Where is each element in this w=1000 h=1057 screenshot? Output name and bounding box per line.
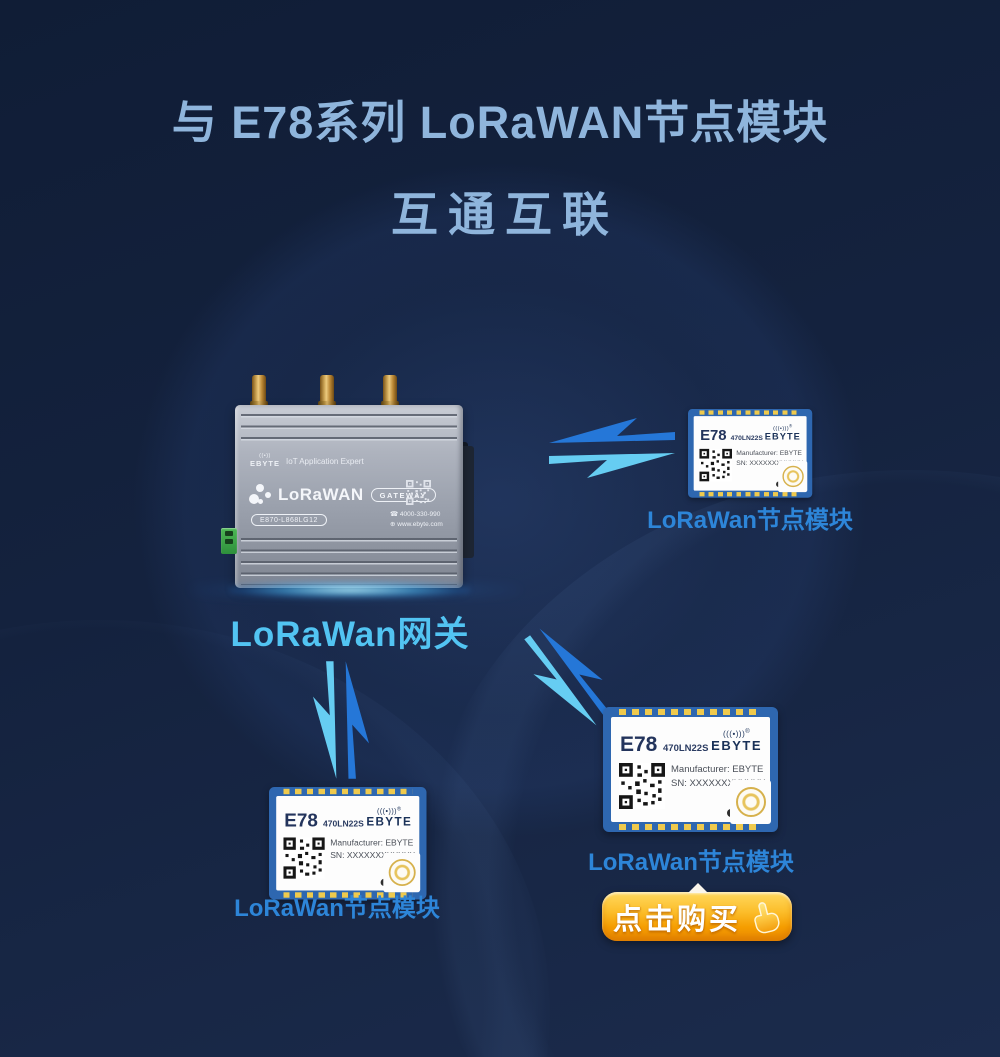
ipex-connector-icon — [730, 780, 771, 824]
qr-code-icon — [699, 448, 733, 482]
module-variant: 470LN22S — [663, 743, 709, 754]
pcb-pads — [699, 492, 801, 497]
buy-button-label: 点击购买 — [612, 903, 741, 936]
qr-code-icon — [283, 837, 325, 879]
module-face: E78 470LN22S (((•)))® EBYTE — [611, 717, 771, 824]
module-manufacturer: Manufacturer: EBYTE — [736, 449, 802, 458]
gateway-grooves-bottom — [241, 538, 457, 585]
module-info: Manufacturer: EBYTE SN: XXXXXXXXXXXX — [671, 763, 766, 792]
brand-name: EBYTE — [711, 738, 762, 754]
gateway-device: ((•)) EBYTE IoT Application Expert LoRaW… — [190, 368, 520, 608]
button-pointer-notch — [688, 883, 708, 893]
phone-icon: ☎ — [390, 511, 399, 518]
globe-icon: ⊕ — [390, 521, 396, 529]
antenna-connector-2 — [318, 375, 336, 408]
node-module-bottom-right: E78 470LN22S (((•)))® EBYTE — [603, 707, 778, 832]
brand-name: EBYTE — [366, 815, 413, 829]
ebyte-logo: (((•)))® EBYTE — [366, 807, 412, 829]
module-manufacturer: Manufacturer: EBYTE — [330, 838, 414, 849]
signal-icon: ((•)) — [259, 453, 271, 459]
brand-name: EBYTE — [764, 431, 801, 442]
pointer-hand-icon — [754, 902, 780, 934]
antenna-connector-3 — [381, 375, 399, 408]
module-serial: SN: XXXXXXXXXXXX — [330, 851, 416, 862]
module-variant: 470LN22S — [323, 819, 364, 830]
buy-button[interactable]: 点击购买 — [602, 883, 792, 941]
gateway-contact-info: ☎ 4000-330-990 ⊕ www.ebyte.com — [390, 510, 443, 531]
signal-icon: (((•)))® — [773, 424, 793, 432]
gateway-grooves-top — [241, 414, 457, 448]
ebyte-logo: (((•)))® EBYTE — [711, 729, 762, 754]
gateway-label: LoRaWan网关 — [230, 615, 470, 654]
module-model: E78 — [700, 427, 727, 444]
sync-arrows-icon-vertical — [313, 661, 369, 779]
page-title-line1: 与 E78系列 LoRaWAN节点模块 — [171, 97, 829, 148]
pcb-pads — [619, 824, 762, 830]
module-model: E78 — [620, 733, 658, 756]
gateway-website: ⊕ www.ebyte.com — [390, 521, 443, 529]
pcb-pads — [283, 892, 413, 898]
node-module-label-bottom-left: LoRaWan节点模块 — [234, 895, 440, 922]
module-info: Manufacturer: EBYTE SN: XXXXXXXXXXXX — [330, 837, 415, 863]
module-face: E78 470LN22S (((•)))® EBYTE — [693, 416, 808, 493]
antenna-connector-1 — [250, 375, 268, 408]
lorawan-logo-text: LoRaWAN — [278, 485, 364, 504]
module-face: E78 470LN22S (((•)))® EBYTE — [276, 796, 421, 893]
module-info: Manufacturer: EBYTE SN: XXXXXXXXXXXX — [736, 449, 803, 469]
ipex-connector-icon — [778, 460, 808, 493]
node-module-bottom-left: E78 470LN22S (((•)))® EBYTE — [269, 787, 427, 900]
sync-arrows-icon-diagonal — [514, 616, 622, 739]
pcb-pads — [699, 410, 801, 415]
gateway-badge: GATEWAY — [370, 488, 436, 502]
power-terminal-block — [221, 528, 237, 554]
brand-tagline: IoT Application Expert — [286, 457, 364, 466]
module-model: E78 — [284, 810, 318, 832]
qr-code-icon — [406, 480, 431, 505]
ipex-connector-icon — [383, 852, 421, 893]
gateway-glow — [230, 582, 470, 598]
gateway-phone: ☎ 4000-330-990 — [390, 511, 441, 518]
module-variant: 470LN22S — [730, 434, 763, 443]
page-title-line2: 互通互联 — [391, 188, 619, 241]
gateway-brand-row: ((•)) EBYTE IoT Application Expert — [250, 453, 364, 468]
lorawan-dots-icon — [248, 483, 272, 507]
node-module-label-top-right: LoRaWan节点模块 — [647, 507, 853, 534]
signal-icon: (((•)))® — [376, 806, 402, 816]
pcb-pads — [283, 788, 413, 795]
ebyte-logo: (((•)))® EBYTE — [765, 425, 801, 443]
module-manufacturer: Manufacturer: EBYTE — [671, 764, 764, 775]
gateway-model-label: E870-L868LG12 — [251, 514, 327, 526]
signal-icon: (((•)))® — [722, 729, 751, 739]
module-serial: SN: XXXXXXXXXXXX — [736, 459, 804, 468]
sync-arrows-icon-top — [549, 418, 675, 478]
qr-code-icon — [619, 763, 665, 809]
node-module-top-right: E78 470LN22S (((•)))® EBYTE — [688, 409, 813, 498]
module-serial: SN: XXXXXXXXXXXX — [671, 778, 766, 790]
pcb-pads — [619, 709, 762, 715]
brand-name: EBYTE — [250, 458, 281, 468]
ebyte-logo: ((•)) EBYTE — [250, 453, 281, 468]
node-module-label-bottom-right: LoRaWan节点模块 — [588, 849, 794, 876]
gateway-logo-row: LoRaWAN GATEWAY — [248, 483, 436, 507]
